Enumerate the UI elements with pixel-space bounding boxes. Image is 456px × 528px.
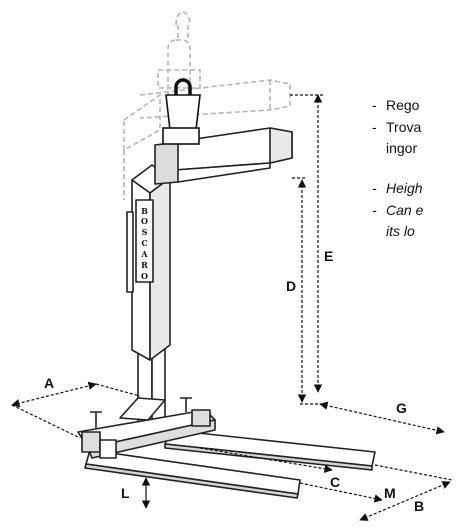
brand-letter: O	[141, 216, 148, 226]
brand-letter: C	[141, 238, 147, 248]
note-line: Rego	[386, 97, 420, 113]
note-line: its lo	[386, 223, 415, 239]
label-G: G	[396, 400, 407, 416]
brand-letter: R	[141, 260, 148, 270]
brand-letter: A	[140, 249, 148, 259]
label-E: E	[324, 248, 333, 264]
dim-A	[11, 381, 97, 408]
label-M: M	[384, 485, 396, 501]
lifting-eye	[162, 78, 201, 145]
note-dash: -	[372, 119, 377, 135]
label-B: B	[414, 498, 424, 514]
note-line: ingor	[386, 140, 417, 156]
brand-letter: S	[142, 227, 148, 237]
note-line: Heigh	[386, 180, 423, 196]
base-and-forks	[77, 397, 376, 499]
brand-panel	[135, 199, 154, 283]
dimension-lines	[11, 94, 453, 521]
brand-text: B O S C A R O	[140, 206, 148, 281]
label-L: L	[121, 485, 130, 501]
label-D: D	[286, 278, 296, 294]
brand-letter: O	[141, 271, 148, 281]
lifting-arm	[154, 127, 293, 185]
brand-letter: B	[141, 206, 148, 216]
note-line: Trova	[386, 119, 421, 135]
note-dash: -	[372, 97, 377, 113]
notes: - Rego - Trova ingor - Heigh - Can e its…	[372, 97, 424, 239]
dimension-labels: A E D G C M B L	[44, 248, 424, 514]
dim-C	[199, 447, 333, 473]
dim-B	[359, 481, 451, 521]
note-dash: -	[372, 202, 377, 218]
dim-G	[319, 401, 445, 435]
note-line: Can e	[386, 202, 424, 218]
dim-M	[299, 482, 383, 503]
label-C: C	[330, 474, 340, 490]
label-A: A	[44, 375, 54, 391]
note-dash: -	[372, 180, 377, 196]
